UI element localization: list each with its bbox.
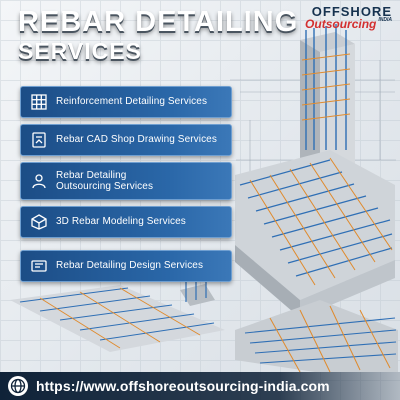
blueprint-icon bbox=[28, 255, 50, 277]
globe-icon bbox=[8, 376, 28, 396]
service-label: Rebar Detailing Design Services bbox=[56, 260, 204, 272]
footer-bar: https://www.offshoreoutsourcing-india.co… bbox=[0, 372, 400, 400]
service-label: Rebar CAD Shop Drawing Services bbox=[56, 134, 217, 146]
service-3d-rebar-modeling[interactable]: 3D Rebar Modeling Services bbox=[20, 206, 232, 238]
user-document-icon bbox=[28, 170, 50, 192]
page-title: REBAR DETAILING SERVICES bbox=[18, 8, 298, 63]
logo-line-3: INDIA bbox=[378, 17, 392, 23]
service-detailing-design[interactable]: Rebar Detailing Design Services bbox=[20, 250, 232, 282]
grid-icon bbox=[28, 91, 50, 113]
service-cad-shop-drawing[interactable]: Rebar CAD Shop Drawing Services bbox=[20, 124, 232, 156]
cad-drawing-icon bbox=[28, 129, 50, 151]
service-label-line-2: Outsourcing Services bbox=[56, 181, 154, 192]
3d-model-icon bbox=[28, 211, 50, 233]
service-label-line-1: Rebar Detailing bbox=[56, 169, 127, 181]
service-reinforcement-detailing[interactable]: Reinforcement Detailing Services bbox=[20, 86, 232, 118]
logo-line-1: OFFSHORE bbox=[311, 4, 392, 19]
website-link[interactable]: https://www.offshoreoutsourcing-india.co… bbox=[36, 378, 330, 394]
logo-line-2-text: Outsourcing bbox=[305, 17, 377, 31]
title-line-2: SERVICES bbox=[18, 38, 142, 64]
service-label: 3D Rebar Modeling Services bbox=[56, 216, 186, 228]
title-line-1: REBAR DETAILING bbox=[18, 6, 299, 38]
service-label: Reinforcement Detailing Services bbox=[56, 96, 208, 108]
